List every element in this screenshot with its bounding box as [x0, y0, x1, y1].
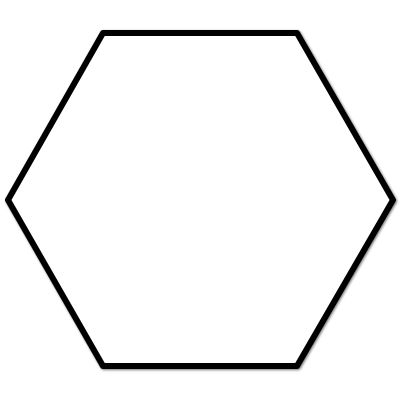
hexagon-shape: [5, 30, 396, 369]
